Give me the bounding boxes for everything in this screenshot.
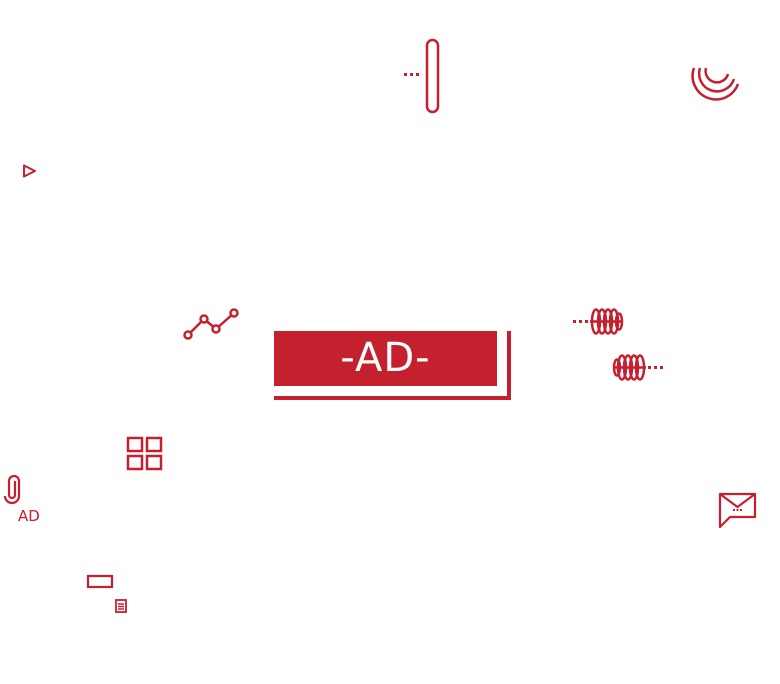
rectangle-icon	[86, 574, 116, 590]
ad-badge-label: -AD-	[340, 334, 431, 381]
capsule-icon	[403, 38, 443, 114]
paperclip-icon	[3, 474, 21, 505]
ad-badge-shadow	[274, 331, 511, 400]
spring-left-icon	[608, 352, 664, 384]
small-ad-label: AD	[18, 507, 40, 525]
trend-line-icon	[182, 307, 242, 341]
spring-right-icon	[572, 306, 628, 338]
grid-icon	[126, 436, 166, 472]
mail-icon	[718, 492, 760, 530]
ad-badge: -AD-	[274, 331, 511, 400]
play-icon	[22, 164, 38, 178]
signal-arcs-icon	[690, 64, 742, 101]
ad-badge-face: -AD-	[274, 331, 497, 386]
document-icon	[114, 598, 130, 614]
